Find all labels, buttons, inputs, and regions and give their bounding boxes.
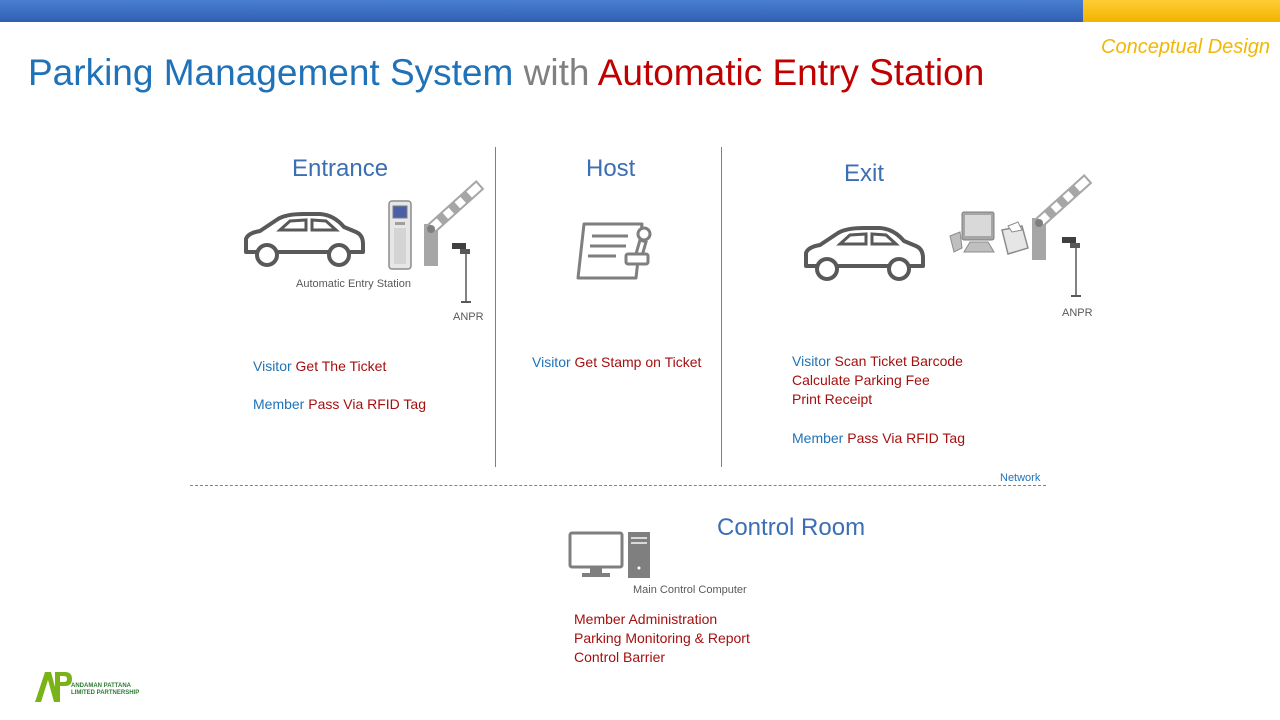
ap-logo-mark-icon [35, 672, 72, 702]
entrance-member-action: Pass Via RFID Tag [308, 396, 427, 412]
entry-station-kiosk-icon [388, 200, 412, 270]
company-logo: ANDAMAN PATTANA LIMITED PARTNERSHIP [33, 668, 139, 710]
control-room-functions: Member Administration Parking Monitoring… [574, 610, 750, 667]
entrance-visitor-action: Get The Ticket [295, 358, 387, 374]
exit-visitor-action: Calculate Parking Fee [792, 372, 930, 388]
title-part-with: with [523, 52, 590, 93]
exit-heading: Exit [844, 160, 885, 187]
exit-member-action: Pass Via RFID Tag [847, 430, 966, 446]
host-visitor-action: Get Stamp on Ticket [574, 354, 702, 370]
page-title: Parking Management System with Automatic… [28, 52, 984, 94]
exit-member-line: Member Pass Via RFID Tag [792, 429, 965, 448]
entrance-member-line: Member Pass Via RFID Tag [253, 395, 426, 414]
host-visitor-line: Visitor Get Stamp on Ticket [532, 353, 701, 372]
entrance-visitor-line: Visitor Get The Ticket [253, 357, 386, 376]
entrance-anpr-label: ANPR [453, 311, 484, 323]
host-visitor-label: Visitor [532, 354, 571, 370]
logo-line-2: LIMITED PARTNERSHIP [71, 690, 140, 696]
exit-visitor-block: Visitor Scan Ticket Barcode Calculate Pa… [792, 352, 963, 409]
exit-barrier-gate-icon [1032, 174, 1093, 260]
control-room-function: Control Barrier [574, 649, 666, 665]
entrance-barrier-gate-icon [424, 180, 485, 266]
entrance-member-label: Member [253, 396, 305, 412]
network-label: Network [1000, 472, 1041, 484]
separator-entrance-host [495, 147, 496, 467]
title-part-station: Automatic Entry Station [597, 52, 985, 93]
main-control-computer-label: Main Control Computer [633, 584, 747, 596]
conceptual-design-tag: Conceptual Design [1101, 36, 1270, 58]
exit-visitor-action: Print Receipt [792, 391, 873, 407]
entrance-heading: Entrance [292, 155, 389, 182]
exit-car-icon [804, 226, 925, 281]
exit-member-label: Member [792, 430, 844, 446]
exit-visitor-line-1: Visitor Scan Ticket Barcode [792, 352, 963, 371]
main-control-computer-icon [568, 531, 650, 578]
exit-visitor-action: Scan Ticket Barcode [834, 353, 963, 369]
exit-visitor-label: Visitor [792, 353, 831, 369]
automatic-entry-station-label: Automatic Entry Station [296, 278, 411, 290]
ticket-stamp-icon [576, 222, 652, 280]
entrance-visitor-label: Visitor [253, 358, 292, 374]
network-line [190, 485, 1046, 486]
host-heading: Host [586, 155, 636, 182]
pos-terminal-icon [949, 211, 1029, 255]
entrance-car-icon [244, 212, 365, 267]
control-room-heading: Control Room [717, 514, 866, 541]
control-room-function: Parking Monitoring & Report [574, 630, 750, 646]
exit-anpr-label: ANPR [1062, 307, 1093, 319]
separator-host-exit [721, 147, 722, 467]
entrance-anpr-camera-icon [452, 243, 471, 303]
control-room-function: Member Administration [574, 611, 718, 627]
top-accent-bar-gold [1083, 0, 1280, 22]
title-part-system: Parking Management System [28, 52, 514, 93]
logo-line-1: ANDAMAN PATTANA [71, 683, 131, 689]
exit-anpr-camera-icon [1062, 237, 1081, 297]
top-accent-bar [0, 0, 1083, 22]
